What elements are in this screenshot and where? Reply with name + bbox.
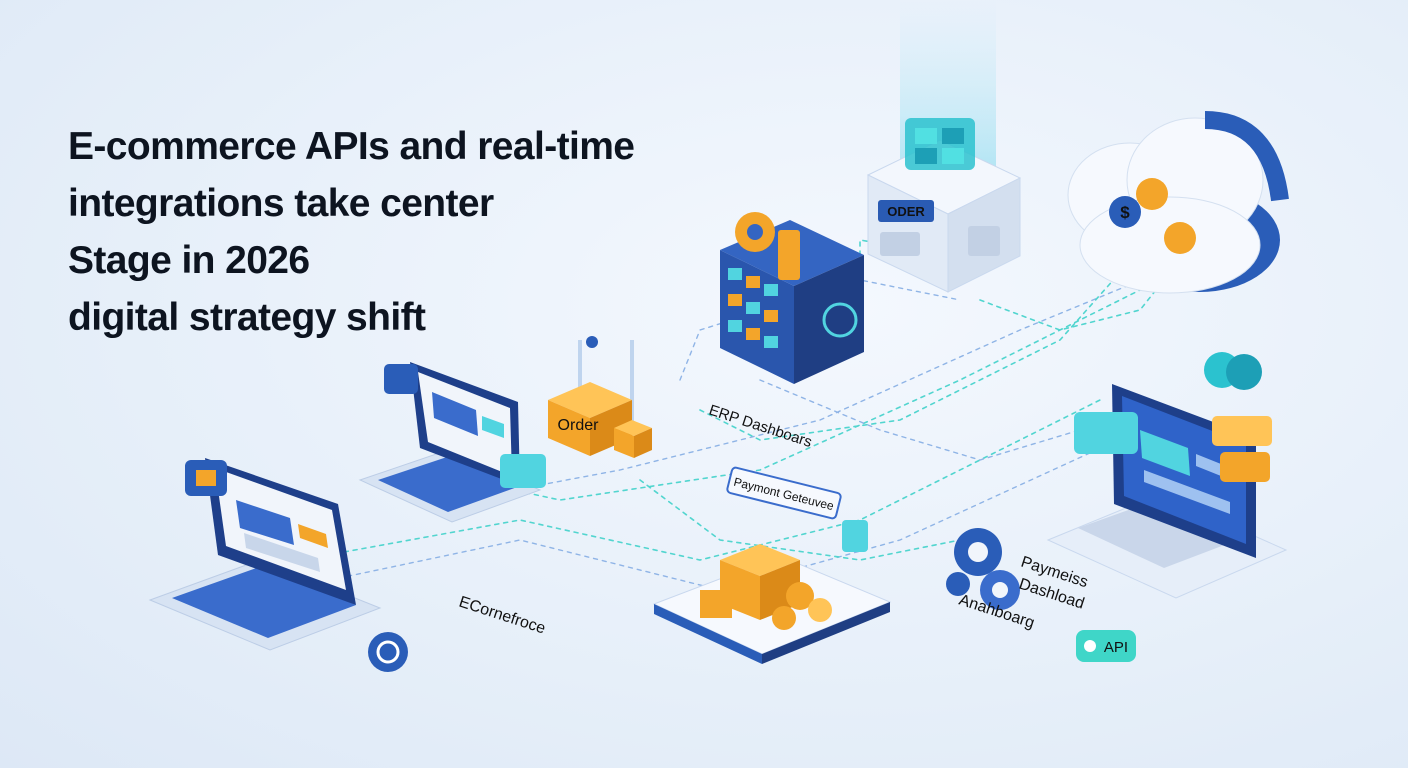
analytics-gear [946,528,1020,610]
sync-icon [368,632,408,672]
user-card [1212,416,1272,446]
chat-bubble [500,454,546,488]
erp-dashboard-label: ERP Dashboars [707,402,814,451]
check-tag [842,520,868,552]
signal-icon [822,302,858,338]
cart-badge [384,364,418,394]
laptop-middle [358,362,546,523]
desktop-monitor [1046,352,1288,599]
order-boxes: Order [548,336,652,458]
order-server-label: ODER [887,204,925,219]
user-card-2 [1220,452,1270,482]
ecommerce-label: ECornefroce [457,594,548,638]
coin-icon [1136,178,1168,210]
headline-line-2: integrations take center [68,182,494,225]
order-server: ODER [866,118,1022,293]
api-label: API [1104,639,1128,656]
payment-gateway-sign [726,466,842,520]
headline-line-1: E-commerce APIs and real-time [68,125,635,168]
order-server-sign [878,200,934,222]
chat-bubble-2 [1074,412,1138,454]
api-badge: API [1076,630,1136,662]
cloud: $ [1067,111,1289,294]
svg-text:$: $ [1120,203,1130,222]
headline-line-4: digital strategy shift [68,296,426,339]
payment-platform: Paymont Geteuvee [652,466,892,664]
laptop-front [148,458,408,672]
coin-icon-2 [1164,222,1196,254]
order-box-label: Order [558,417,600,434]
headline: E-commerce APIs and real-time integratio… [68,118,748,346]
headline-line-3: Stage in 2026 [68,239,310,282]
dollar-coin-icon [1109,196,1141,228]
erp-cabinet [720,212,864,384]
